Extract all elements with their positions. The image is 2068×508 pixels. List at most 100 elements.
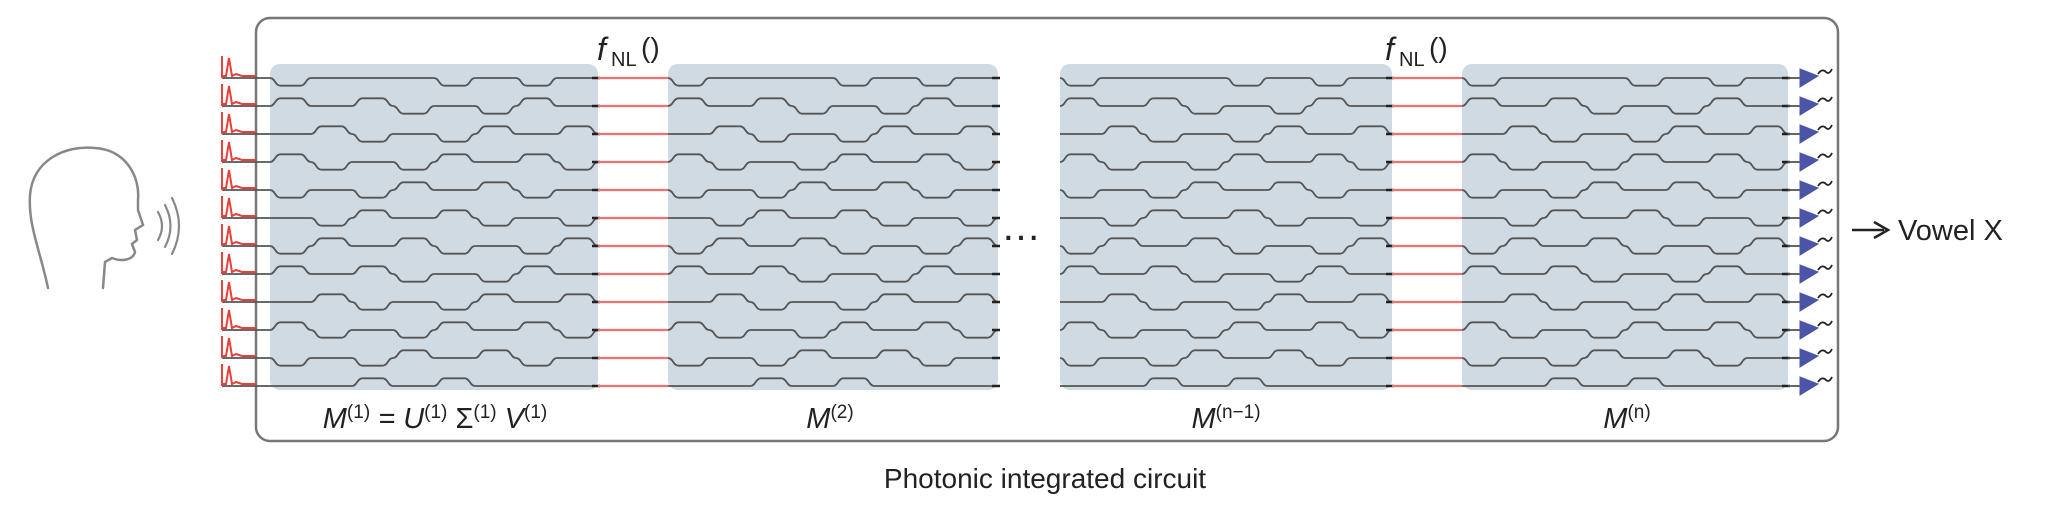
detector-lead — [1817, 208, 1833, 215]
detector-lead — [1817, 152, 1833, 159]
photodetector-icon — [1799, 124, 1820, 144]
waveguide — [1060, 377, 1392, 387]
fnl-f: f — [1385, 31, 1397, 67]
input-pulse-icon — [221, 57, 256, 78]
waveguide — [269, 349, 598, 367]
waveguide — [1461, 349, 1788, 367]
waveguide — [270, 377, 598, 387]
matrix-label-4: M(n) — [1603, 402, 1650, 435]
photodetector-icon — [1799, 292, 1820, 312]
waveguide — [1060, 293, 1393, 311]
waveguide — [667, 321, 999, 339]
waveguide — [1060, 209, 1393, 227]
nonlinear-label-2: f NL () — [1385, 31, 1448, 71]
waveguide — [1462, 377, 1788, 387]
photodetector-icon — [1799, 96, 1820, 116]
mesh-block-4 — [1462, 64, 1788, 390]
input-pulse-icon — [221, 309, 256, 330]
waveguide — [1059, 77, 1392, 87]
figure-caption: Photonic integrated circuit — [884, 463, 1206, 494]
waveguide — [1461, 237, 1789, 255]
photodetector-icon — [1799, 376, 1820, 396]
waveguide — [269, 265, 598, 283]
input-pulse-icon — [221, 113, 256, 134]
waveguide — [269, 237, 599, 255]
input-pulse-icon — [221, 365, 256, 386]
waveguide — [1059, 349, 1392, 367]
waveguide — [1461, 153, 1789, 171]
matrix-label-3: M(n−1) — [1191, 402, 1260, 435]
circuit-frame — [254, 16, 1840, 443]
waveguide — [1059, 97, 1392, 115]
waveguide — [269, 321, 599, 339]
input-pulse-icon — [221, 197, 256, 218]
waveguide — [1059, 265, 1392, 283]
waveguide — [667, 181, 998, 199]
waveguide — [1461, 265, 1788, 283]
input-pulse-icon — [221, 253, 256, 274]
waveguide — [668, 293, 999, 311]
waveguide — [667, 349, 998, 367]
detector-lead — [1817, 320, 1833, 327]
input-pulse-icon — [221, 281, 256, 302]
output-arrow — [1852, 220, 1891, 240]
mesh-block-3 — [1060, 64, 1392, 390]
waveguide — [1462, 293, 1789, 311]
waveguide — [269, 77, 598, 87]
detector-lead — [1817, 264, 1833, 271]
waveguide — [667, 265, 998, 283]
photodetector-icon — [1799, 68, 1820, 88]
ellipsis: … — [1001, 205, 1041, 249]
photodetector-icon — [1799, 320, 1820, 340]
photodetector-icon — [1799, 152, 1820, 172]
mesh-block-2 — [668, 64, 998, 390]
waveguide — [667, 97, 998, 115]
detector-lead — [1817, 96, 1833, 103]
waveguides — [222, 76, 1800, 388]
waveguide — [667, 237, 999, 255]
detector-lead — [1817, 348, 1833, 355]
mesh-block-1 — [270, 64, 598, 390]
input-pulse-icon — [221, 169, 256, 190]
waveguide — [269, 153, 599, 171]
waveguide — [668, 377, 998, 387]
input-pulse-icon — [221, 225, 256, 246]
waveguide — [1059, 237, 1393, 255]
photodetector-icon — [1799, 208, 1820, 228]
waveguide — [269, 181, 598, 199]
detector-lead — [1817, 236, 1833, 243]
input-pulse-icon — [221, 337, 256, 358]
waveguide — [270, 209, 599, 227]
waveguide — [1059, 181, 1392, 199]
waveguide — [269, 97, 598, 115]
waveguide — [667, 77, 998, 87]
waveguide — [270, 125, 599, 143]
input-pulses — [221, 56, 256, 386]
photodetector-icon — [1799, 264, 1820, 284]
fnl-parens: () — [641, 32, 660, 63]
waveguide — [1060, 125, 1393, 143]
input-pulse-icon — [221, 85, 256, 106]
nonlinear-label-1: f NL () — [597, 31, 660, 71]
matrix-label-2: M(2) — [806, 402, 853, 435]
waveguide — [668, 209, 999, 227]
waveguide — [1059, 153, 1393, 171]
matrix-label-1: M(1) = U(1) Σ(1) V(1) — [323, 402, 548, 435]
output-detectors — [1799, 68, 1833, 396]
waveguide — [1059, 321, 1393, 339]
waveguide — [1461, 97, 1788, 115]
waveguide — [1461, 77, 1788, 87]
detector-lead — [1817, 376, 1833, 383]
photodetector-icon — [1799, 348, 1820, 368]
fnl-sub: NL — [1399, 49, 1425, 71]
nonlinear-sections — [598, 76, 1462, 388]
photodetector-icon — [1799, 180, 1820, 200]
output-label: Vowel X — [1898, 215, 2003, 247]
input-pulse-icon — [221, 141, 256, 162]
speaker-head-icon — [28, 146, 145, 290]
waveguide — [1461, 181, 1788, 199]
waveguide — [1461, 321, 1789, 339]
detector-lead — [1817, 68, 1833, 75]
detector-lead — [1817, 180, 1833, 187]
